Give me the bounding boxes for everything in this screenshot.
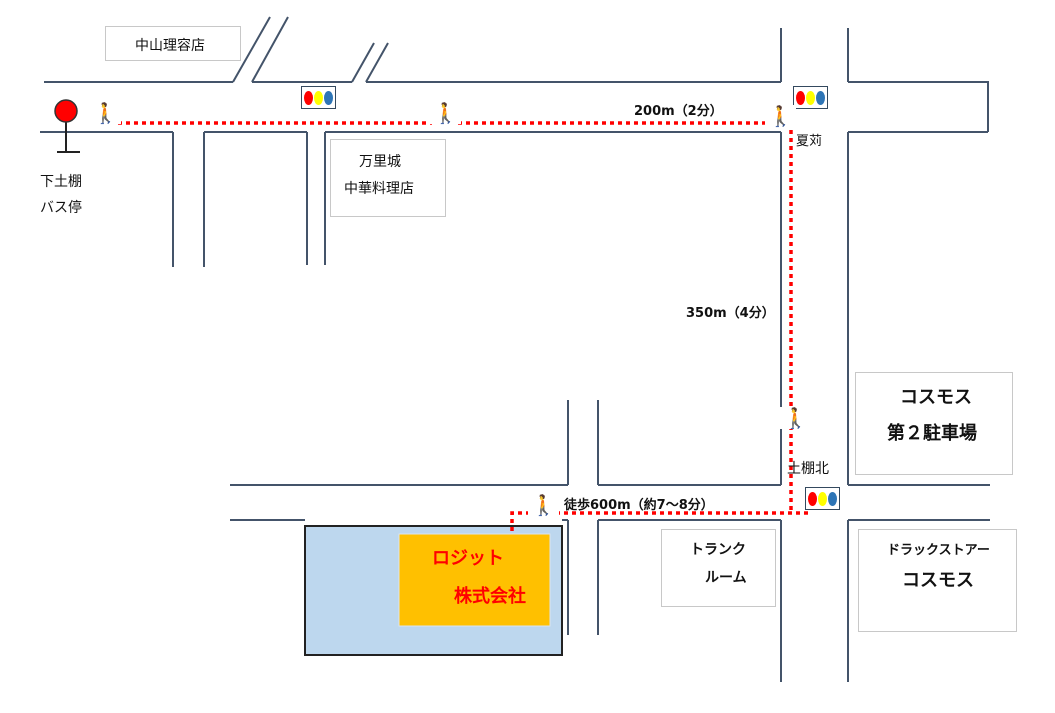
pedestrian-icon: 🚶	[765, 105, 796, 127]
pedestrian-icon: 🚶	[90, 102, 121, 124]
walking-route	[118, 121, 808, 533]
intersection-natsugari: 夏苅	[796, 134, 823, 149]
banrijo-restaurant: 万里城 中華料理店	[330, 139, 446, 217]
distance-200m: 200m（2分）	[634, 104, 723, 119]
nakayama-barber: 中山理容店	[105, 26, 241, 61]
trunk-room: トランク ルーム	[661, 529, 776, 607]
intersection-tsuchidana-kita: 土棚北	[787, 461, 829, 477]
traffic-signal-icon	[793, 86, 828, 109]
pedestrian-icon: 🚶	[780, 407, 811, 429]
distance-350m: 350m（4分）	[686, 306, 775, 321]
company-building	[398, 533, 551, 627]
company-name-line2: 株式会社	[454, 586, 526, 607]
traffic-signal-icon	[301, 86, 336, 109]
traffic-signal-icon	[805, 487, 840, 510]
company-name-line1: ロジット	[432, 548, 504, 569]
bus-stop-icon	[54, 99, 80, 153]
drugstore-cosmos: ドラックストアー コスモス	[858, 529, 1017, 632]
pedestrian-icon: 🚶	[430, 102, 461, 124]
bus-stop-label: バス停	[40, 200, 82, 216]
cosmos-parking: コスモス 第２駐車場	[855, 372, 1013, 475]
bus-stop-name: 下土棚	[40, 174, 82, 190]
pedestrian-icon: 🚶	[528, 494, 559, 516]
distance-total: 徒歩600m（約7〜8分）	[564, 498, 714, 513]
